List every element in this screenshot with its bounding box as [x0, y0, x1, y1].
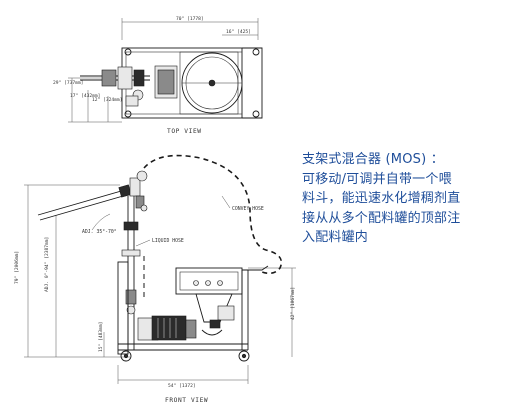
caption-line: 支架式混合器 (MOS) ：: [302, 152, 444, 167]
description-caption: 支架式混合器 (MOS) ： 可移动/可调并自带一个喂 料斗，能迅速水化增稠剂直…: [302, 150, 502, 248]
caption-line: 接从从多个配料罐的顶部注: [302, 210, 461, 226]
front-view-title: FRONT VIEW: [165, 397, 208, 404]
caption-line: 料斗，能迅速水化增稠剂直: [302, 191, 461, 206]
front-pump-height-dim: 15" [483mm]: [98, 322, 104, 352]
top-width-total-dim: 29" [737mm]: [53, 80, 83, 86]
adj-angle-label: ADJ. 35°-70°: [82, 229, 117, 235]
front-overall-height-dim: 79" [2006mm]: [14, 251, 20, 284]
front-base-length-dim: 54" [1372]: [168, 383, 196, 389]
top-hopper-offset-dim: 16" [425]: [226, 29, 251, 35]
caption-line: 可移动/可调并自带一个喂: [302, 171, 452, 187]
convey-hose-label: CONVEY HOSE: [232, 206, 264, 212]
front-view: 79" [2006mm] ADJ. 0"-94" [2387mm] 42" [1…: [14, 154, 296, 404]
caption-line: 入配料罐内: [302, 230, 369, 245]
top-width-small-dim: 12" [324mm]: [92, 97, 122, 103]
liquid-hose-label: LIQUID HOSE: [152, 238, 184, 244]
top-overall-length-dim: 70" [1778]: [176, 16, 204, 22]
top-view: 70" [1778] 16" [425] 29" [737mm] 17" [43…: [53, 16, 263, 135]
front-adj-height-dim: ADJ. 0"-94" [2387mm]: [44, 237, 50, 292]
front-hopper-height-dim: 42" [1067mm]: [290, 287, 296, 320]
top-view-title: TOP VIEW: [167, 128, 202, 135]
top-width-mid-dim: 17" [432mm]: [70, 93, 100, 99]
